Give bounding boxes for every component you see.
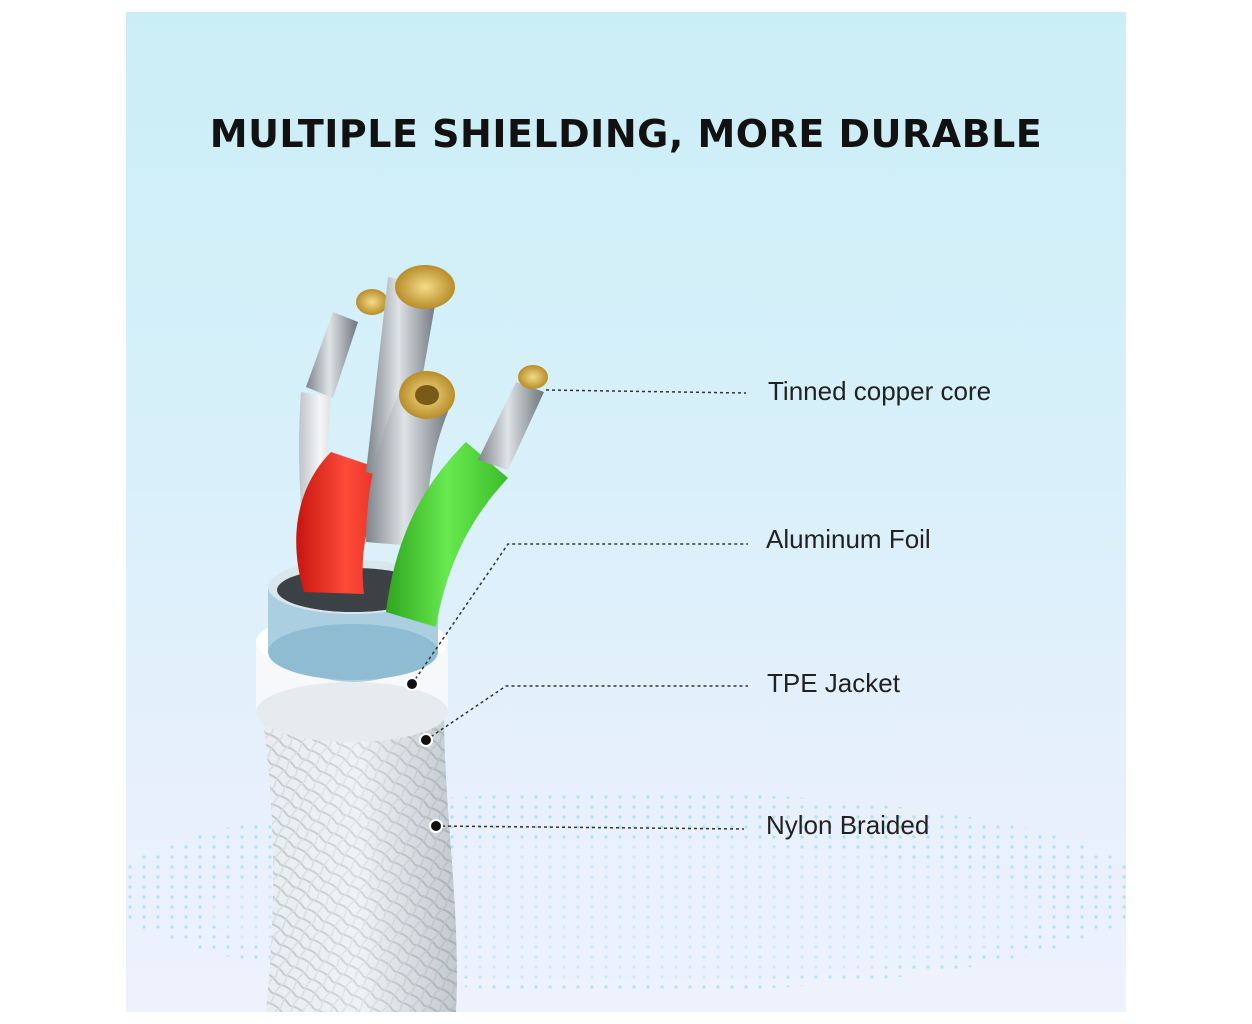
leader-lines <box>411 389 748 830</box>
cable-cross-section-illustration <box>126 265 1126 1012</box>
label-aluminum-foil: Aluminum Foil <box>766 524 931 554</box>
leader-dots <box>405 677 443 833</box>
headline: MULTIPLE SHIELDING, MORE DURABLE <box>209 112 1043 156</box>
product-panel: MULTIPLE SHIELDING, MORE DURABLE Tinned … <box>126 12 1126 1012</box>
label-tinned-copper-core: Tinned copper core <box>768 376 992 406</box>
label-tpe-jacket: TPE Jacket <box>767 668 900 698</box>
label-nylon-braided: Nylon Braided <box>766 810 930 840</box>
